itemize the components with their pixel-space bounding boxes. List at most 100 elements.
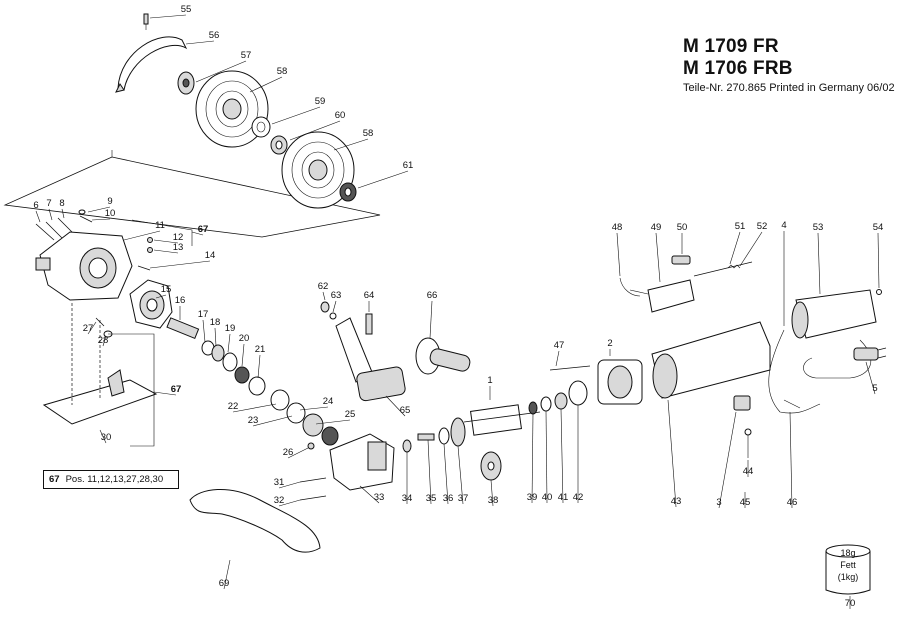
callout-leader-10 xyxy=(91,218,111,221)
guard-frame xyxy=(3,150,381,238)
callout-57: 57 xyxy=(241,50,252,61)
callout-leader-63 xyxy=(332,300,337,313)
callout-14: 14 xyxy=(205,250,216,261)
callout-32: 32 xyxy=(274,495,285,506)
callout-53: 53 xyxy=(813,222,824,233)
callout-43: 43 xyxy=(671,496,682,507)
callout-23: 23 xyxy=(248,415,259,426)
callout-47: 47 xyxy=(554,340,565,351)
callout-leader-65 xyxy=(385,395,406,417)
callout-leader-24 xyxy=(299,406,329,411)
callout-leader-58-b xyxy=(333,138,369,151)
callout-31: 31 xyxy=(274,477,285,488)
part-2-stator xyxy=(597,359,643,405)
callout-leader-56 xyxy=(185,40,215,45)
callout-30: 30 xyxy=(101,432,112,443)
callout-33: 33 xyxy=(374,492,385,503)
part-56-guard xyxy=(115,36,188,93)
part-54-screw xyxy=(876,289,882,295)
callout-leader-9 xyxy=(87,206,111,213)
callout-leader-26 xyxy=(287,447,309,459)
callout-leader-69 xyxy=(223,559,231,590)
callout-22: 22 xyxy=(228,401,239,412)
callout-51: 51 xyxy=(735,221,746,232)
part-47-screw xyxy=(549,365,591,371)
callout-leader-38 xyxy=(490,479,494,507)
callout-49: 49 xyxy=(651,222,662,233)
callout-leader-47 xyxy=(555,350,560,367)
part-64-bolt xyxy=(365,313,373,335)
callout-50: 50 xyxy=(677,222,688,233)
callout-leader-67 xyxy=(191,231,204,236)
part-70-grease-tub: 18g Fett (1kg) xyxy=(825,544,871,595)
callout-67-b: 67 xyxy=(171,384,182,395)
callout-69: 69 xyxy=(219,578,230,589)
parts-22-25-gears xyxy=(270,389,339,446)
part-3-switch-module xyxy=(733,395,751,411)
part-30-base-plate xyxy=(42,303,158,425)
callout-26: 26 xyxy=(283,447,294,458)
part-52-spring xyxy=(727,264,741,269)
callout-leader-8 xyxy=(61,208,65,219)
callout-24: 24 xyxy=(323,396,334,407)
callout-67: 67 xyxy=(198,224,209,235)
callout-17: 17 xyxy=(198,309,209,320)
grease-weight: (1kg) xyxy=(838,572,859,582)
part-14-pin xyxy=(137,265,151,271)
callout-62: 62 xyxy=(318,281,329,292)
callout-21: 21 xyxy=(255,344,266,355)
part-26-screw xyxy=(307,442,315,450)
callout-58-b: 58 xyxy=(363,128,374,139)
part-12-screw xyxy=(147,237,153,243)
callout-leader-14 xyxy=(149,260,211,269)
callout-55: 55 xyxy=(181,4,192,15)
callout-66: 66 xyxy=(427,290,438,301)
callout-leader-40 xyxy=(545,410,548,504)
callout-leader-51 xyxy=(729,231,741,265)
callout-61: 61 xyxy=(403,160,414,171)
grease-amount: 18g xyxy=(840,548,855,558)
part-6-screw xyxy=(35,223,55,241)
part-15-gear-housing xyxy=(129,279,173,329)
callout-leader-53 xyxy=(817,232,821,295)
callout-8: 8 xyxy=(59,198,64,209)
callout-leader-22 xyxy=(232,403,277,413)
part-34-washer xyxy=(402,439,412,453)
part-60-spacer xyxy=(270,135,288,155)
part-7-screw xyxy=(45,221,63,239)
callout-leader-6 xyxy=(35,210,41,223)
part-61-nut xyxy=(339,182,357,202)
callout-leader-20 xyxy=(241,343,245,367)
callout-leader-11 xyxy=(123,230,161,241)
callout-leader-28 xyxy=(102,335,107,347)
part-27-screw xyxy=(95,317,105,327)
part-1-armature xyxy=(463,404,541,436)
grease-label: Fett xyxy=(840,560,856,570)
callout-42: 42 xyxy=(573,492,584,503)
callout-leader-55 xyxy=(149,14,187,19)
callout-leader-7 xyxy=(48,208,53,221)
callout-3: 3 xyxy=(716,497,721,508)
callout-9: 9 xyxy=(107,196,112,207)
part-59-ring xyxy=(251,116,271,138)
callout-leader-36 xyxy=(443,443,449,505)
callout-44: 44 xyxy=(743,466,754,477)
callout-13: 13 xyxy=(173,242,184,253)
callout-58: 58 xyxy=(277,66,288,77)
callout-leader-62 xyxy=(322,291,326,301)
callout-leader-27 xyxy=(87,321,97,335)
part-57-flange xyxy=(177,71,195,95)
part-32-screw xyxy=(299,495,327,501)
callout-18: 18 xyxy=(210,317,221,328)
callout-leader-31 xyxy=(278,481,301,489)
callout-52: 52 xyxy=(757,221,768,232)
callout-leader-32 xyxy=(278,499,301,507)
callout-63: 63 xyxy=(331,290,342,301)
callout-leader-60 xyxy=(289,120,341,141)
callout-6: 6 xyxy=(33,200,38,211)
part-5-plug xyxy=(853,347,887,361)
callout-56: 56 xyxy=(209,30,220,41)
callout-28: 28 xyxy=(98,335,109,346)
part-44-screw xyxy=(744,428,752,458)
callout-39: 39 xyxy=(527,492,538,503)
